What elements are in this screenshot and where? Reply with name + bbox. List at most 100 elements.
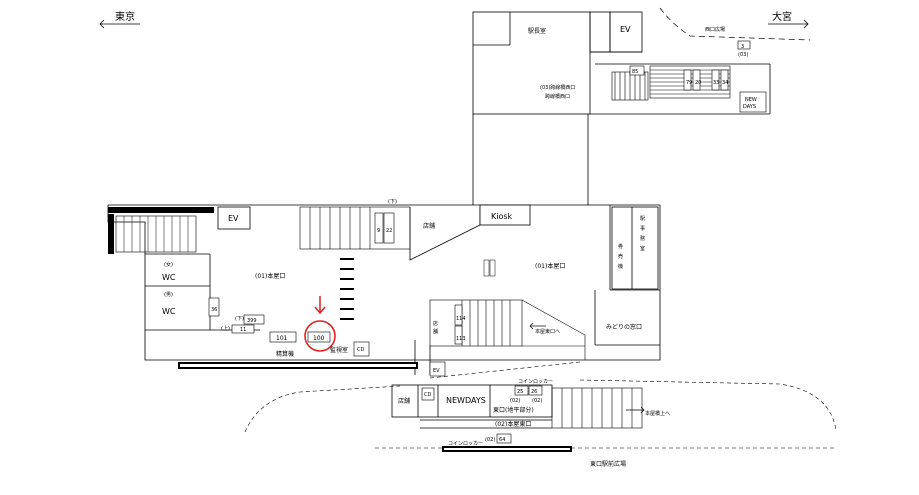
locker-101 [269,331,297,343]
locker-22-number: 22 [386,228,392,234]
west-plaza: 西口広場 [705,26,725,33]
kiosk-label: Kiosk [491,212,513,221]
center-stairs [299,206,411,250]
center-lower-stairs [429,299,586,360]
exit-3-sub: (03) [738,52,748,58]
direction-omiya: 大宮 [768,10,809,29]
wc-upper: WC [162,273,176,282]
locker-26-number: 26 [531,389,537,395]
east-stairs [551,387,643,429]
hatched-wall-left [108,207,214,254]
main-exit-left: (01)本屋口 [255,272,285,280]
locker-33 [711,69,720,91]
bottom-hatched-wall [442,446,572,452]
locker-34-number: 34 [722,80,728,86]
stairs-down-label: (下) [388,199,397,205]
station-office [611,206,659,290]
cd-bottom-label: CD [424,392,431,398]
locker-114-number: 114 [456,316,466,322]
locker-26 [528,385,543,396]
newdays-top-label-2: DAYS [743,104,756,110]
locker-36-number: 36 [211,307,217,313]
locker-9-number: 9 [377,228,380,234]
locker-25 [514,385,529,396]
east-exit-ground: 東口(地平部分) [493,406,534,414]
newdays-bottom: NEWDAYS [446,396,486,405]
ev-top: EV [620,25,631,34]
bridge-west-exit-label: (03)跨線橋西口 [540,84,575,91]
cd-mid [353,341,370,357]
locker-64 [496,433,512,444]
direction-omiya-label: 大宮 [772,10,792,23]
locker-25-number: 25 [517,389,523,395]
shop-mid: 店舗 [423,222,435,230]
locker-20 [692,69,701,91]
to-main-bridge: 本屋橋上へ [645,410,670,417]
locker-1b [489,259,496,277]
label-399-down: (下) [235,316,244,322]
newdays-top-label: NEW [745,97,757,103]
seisanki: 精算機 [276,350,294,358]
exit-3-box [737,40,751,50]
direction-tokyo: 東京 [99,10,140,29]
newdays-top [739,91,767,113]
kiosk[interactable] [479,204,531,226]
locker-20-number: 20 [695,80,701,86]
to-main-bridge-arrow [626,406,645,414]
station-office-1: 駅 [640,216,645,222]
wc-male-label: (男) [164,292,173,298]
locker-64-sub: (02) [485,437,495,443]
locker-100[interactable] [307,331,331,343]
locker-26-sub: (02) [532,398,542,404]
ticket-machine-2: 売 [618,253,623,260]
locker-113-number: 113 [456,336,466,342]
ticket-machine-1: 券 [618,243,623,250]
locker-79-number: 79 [686,80,692,86]
ticket-machine-3: 機 [618,263,623,270]
locker-399-number: 399 [247,318,257,324]
locker-114 [454,304,463,326]
shop-vertical: 店 [433,320,438,327]
station-office-3: 務 [640,235,645,242]
hatched-wall-bottom [178,362,418,369]
locker-85 [629,65,645,76]
wc-female-label: (女) [164,261,173,268]
station-master-room: 駅長室 [528,27,546,35]
coin-locker-bottom: コインロッカー [448,441,483,447]
locker-33-number: 33 [713,80,719,86]
locker-399 [243,314,265,325]
label-11-up: (上) [221,325,230,332]
cd-bottom [421,387,435,401]
midori-window: みどりの窓口 [606,323,642,331]
ev-mid [217,206,251,230]
locker-36 [208,297,220,317]
station-office-4: 室 [640,245,645,252]
bridge-west-exit-label-2: 跨線橋西口 [545,93,570,100]
wc-lower: WC [162,307,176,316]
direction-tokyo-label: 東京 [115,10,135,23]
east-plaza: 東口駅前広場 [590,460,626,468]
top-dashed-path [659,7,811,41]
locker-34 [720,69,729,91]
exit-3-number: 3 [741,44,744,50]
locker-9 [374,212,384,244]
tactile-paving [340,258,354,320]
to-main-east: 本屋東口へ [535,328,560,335]
upper-structure [472,11,771,115]
highlight-marker [304,296,336,352]
cd-mid-label: CD [357,347,364,353]
locker-79 [683,69,692,91]
connecting-corridor [472,114,589,205]
locker-22 [383,212,395,244]
ev-bottom [429,361,446,377]
main-east-exit: (02)本屋東口 [495,420,531,428]
locker-25-sub: (02) [510,398,520,404]
locker-101-number: 101 [276,335,288,342]
shop-bottom: 店舗 [398,397,410,405]
locker-11 [231,324,255,334]
locker-64-number: 64 [499,437,505,443]
coin-locker-top: コインロッカー [518,379,553,385]
kanshishitsu: 監視室 [330,346,348,354]
locker-85-number: 85 [632,69,638,75]
